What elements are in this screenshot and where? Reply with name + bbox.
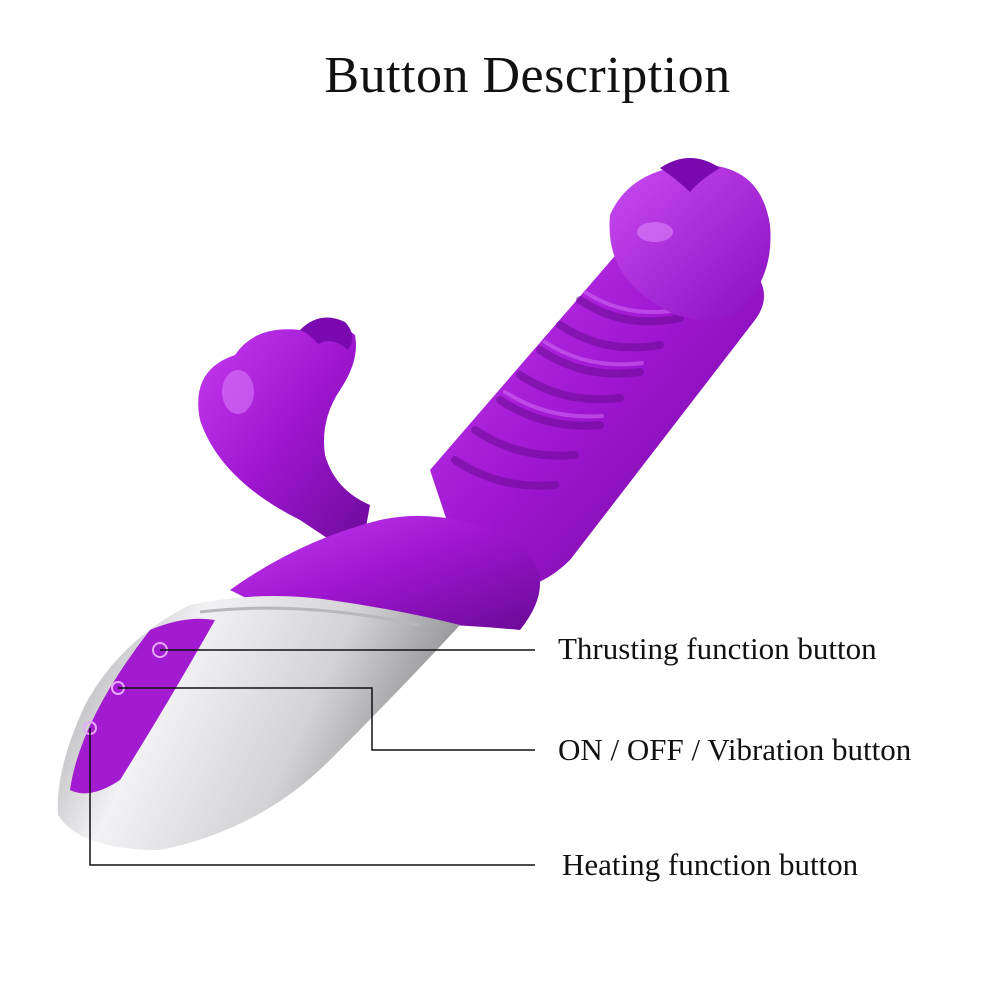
control-panel <box>70 618 215 794</box>
callout-heating-label: Heating function button <box>562 847 859 882</box>
leader-line-heating <box>89 728 535 866</box>
callout-onoff-label: ON / OFF / Vibration button <box>558 732 912 767</box>
leader-lines <box>89 649 535 866</box>
page-title: Button Description <box>324 47 731 104</box>
handle <box>57 596 461 850</box>
leader-line-onoff <box>118 687 535 751</box>
clitoral-arm <box>198 317 370 560</box>
callout-thrusting-label: Thrusting function button <box>558 631 877 666</box>
head <box>609 158 771 320</box>
